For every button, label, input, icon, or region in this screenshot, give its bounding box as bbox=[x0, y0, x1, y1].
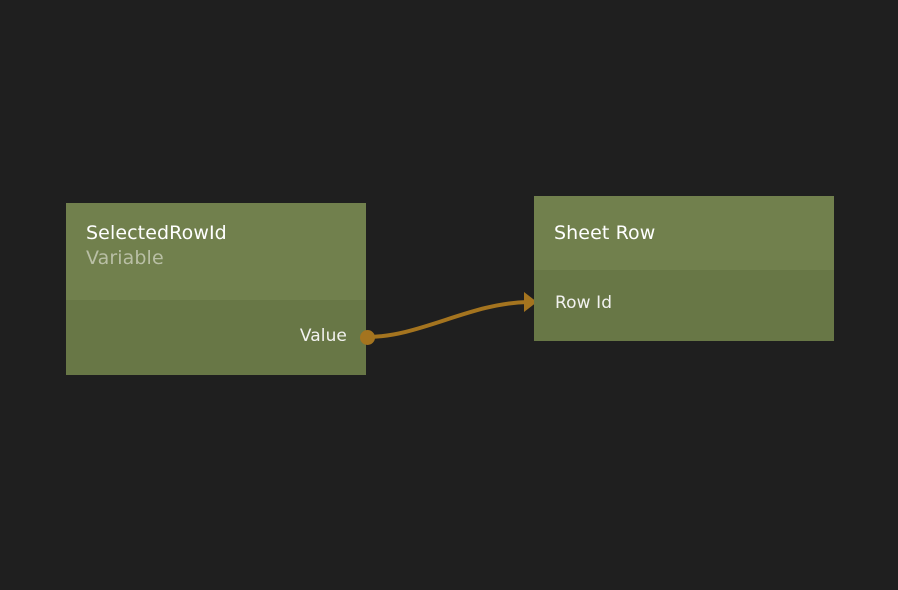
node-sheetrow[interactable]: Sheet Row Row Id bbox=[534, 196, 834, 341]
node-selectedrowid[interactable]: SelectedRowId Variable Value bbox=[66, 203, 366, 375]
node-selectedrowid-subtitle: Variable bbox=[86, 247, 164, 269]
output-port-value-label: Value bbox=[299, 326, 347, 346]
input-port-row-id-label: Row Id bbox=[555, 293, 613, 313]
edge-value-to-rowid[interactable] bbox=[365, 300, 530, 339]
node-selectedrowid-title: SelectedRowId bbox=[86, 222, 227, 244]
node-sheetrow-body: Row Id bbox=[534, 270, 834, 341]
node-sheetrow-header[interactable]: Sheet Row bbox=[534, 196, 834, 270]
node-sheetrow-title: Sheet Row bbox=[554, 221, 656, 244]
node-selectedrowid-body: Value bbox=[66, 300, 366, 375]
output-port-value-connector-icon[interactable] bbox=[360, 330, 375, 345]
input-port-row-id[interactable]: Row Id bbox=[534, 290, 834, 316]
output-port-value[interactable]: Value bbox=[66, 323, 366, 349]
node-selectedrowid-header[interactable]: SelectedRowId Variable bbox=[66, 203, 366, 300]
